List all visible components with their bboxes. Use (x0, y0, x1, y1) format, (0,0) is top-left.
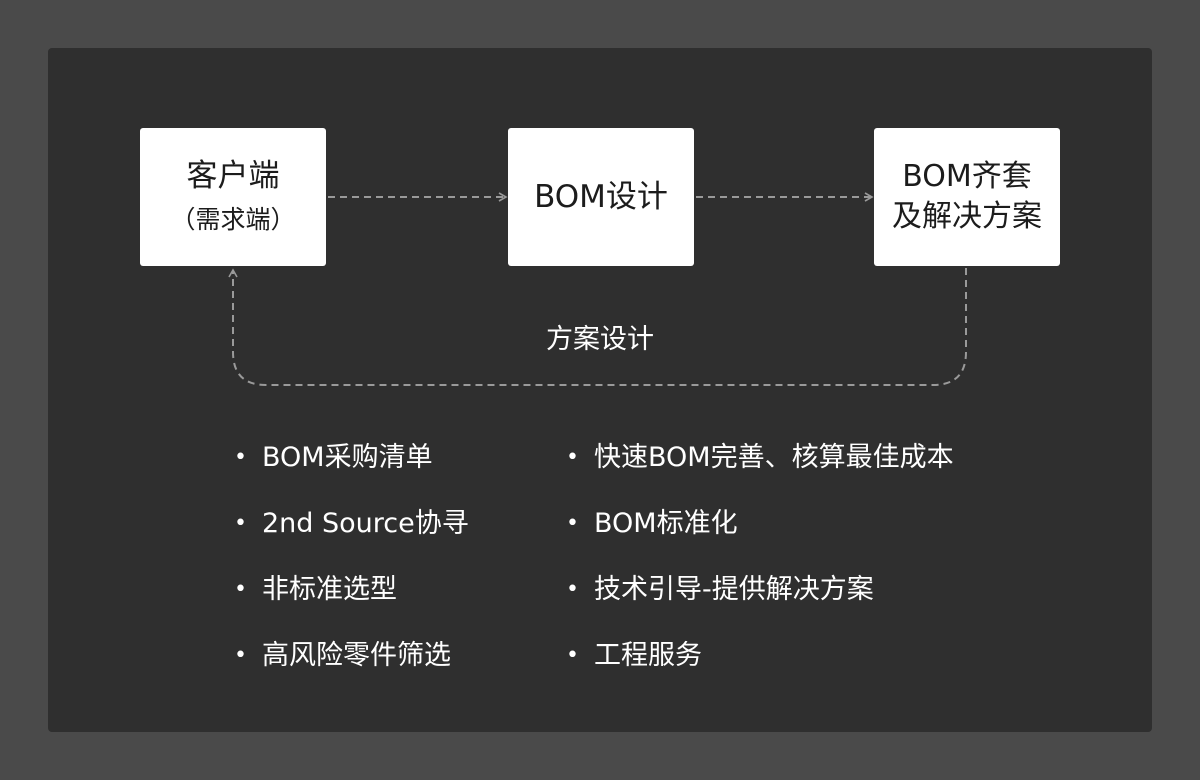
list-item: • 高风险零件筛选 (228, 636, 548, 702)
list-item: • 技术引导-提供解决方案 (560, 570, 1000, 636)
list-item: • BOM采购清单 (228, 438, 548, 504)
bullet-icon: • (234, 445, 247, 470)
list-item-label: 工程服务 (594, 640, 702, 671)
bullet-icon: • (566, 511, 579, 536)
node-client-title: 客户端 (186, 158, 280, 194)
list-item: • BOM标准化 (560, 504, 1000, 570)
bullet-icon: • (234, 643, 247, 668)
list-item-label: 快速BOM完善、核算最佳成本 (594, 442, 954, 473)
list-item-label: 非标准选型 (262, 574, 397, 605)
bullet-icon: • (566, 445, 579, 470)
node-bom-design: BOM设计 (508, 128, 694, 266)
node-kit-solution-line2: 及解决方案 (892, 199, 1042, 234)
list-item: • 快速BOM完善、核算最佳成本 (560, 438, 1000, 504)
list-item: • 2nd Source协寻 (228, 504, 548, 570)
list-item-label: 技术引导-提供解决方案 (594, 574, 874, 605)
list-item-label: 2nd Source协寻 (262, 508, 469, 539)
loop-label: 方案设计 (546, 324, 654, 355)
node-client: 客户端 （需求端） (140, 128, 326, 266)
bullet-icon: • (234, 577, 247, 602)
node-client-subtitle: （需求端） (170, 205, 296, 234)
node-kit-solution: BOM齐套 及解决方案 (874, 128, 1060, 266)
list-item: • 非标准选型 (228, 570, 548, 636)
node-kit-solution-line1: BOM齐套 (902, 159, 1032, 194)
list-item-label: BOM标准化 (594, 508, 738, 539)
node-bom-design-title: BOM设计 (534, 179, 668, 215)
bullet-icon: • (566, 643, 579, 668)
list-item-label: BOM采购清单 (262, 442, 433, 473)
left-feature-list: • BOM采购清单 • 2nd Source协寻 • 非标准选型 • 高风险零件筛选 (228, 438, 548, 702)
bullet-icon: • (566, 577, 579, 602)
right-feature-list: • 快速BOM完善、核算最佳成本 • BOM标准化 • 技术引导-提供解决方案 • 工程… (560, 438, 1000, 702)
list-item-label: 高风险零件筛选 (262, 640, 451, 671)
list-item: • 工程服务 (560, 636, 1000, 702)
bullet-icon: • (234, 511, 247, 536)
